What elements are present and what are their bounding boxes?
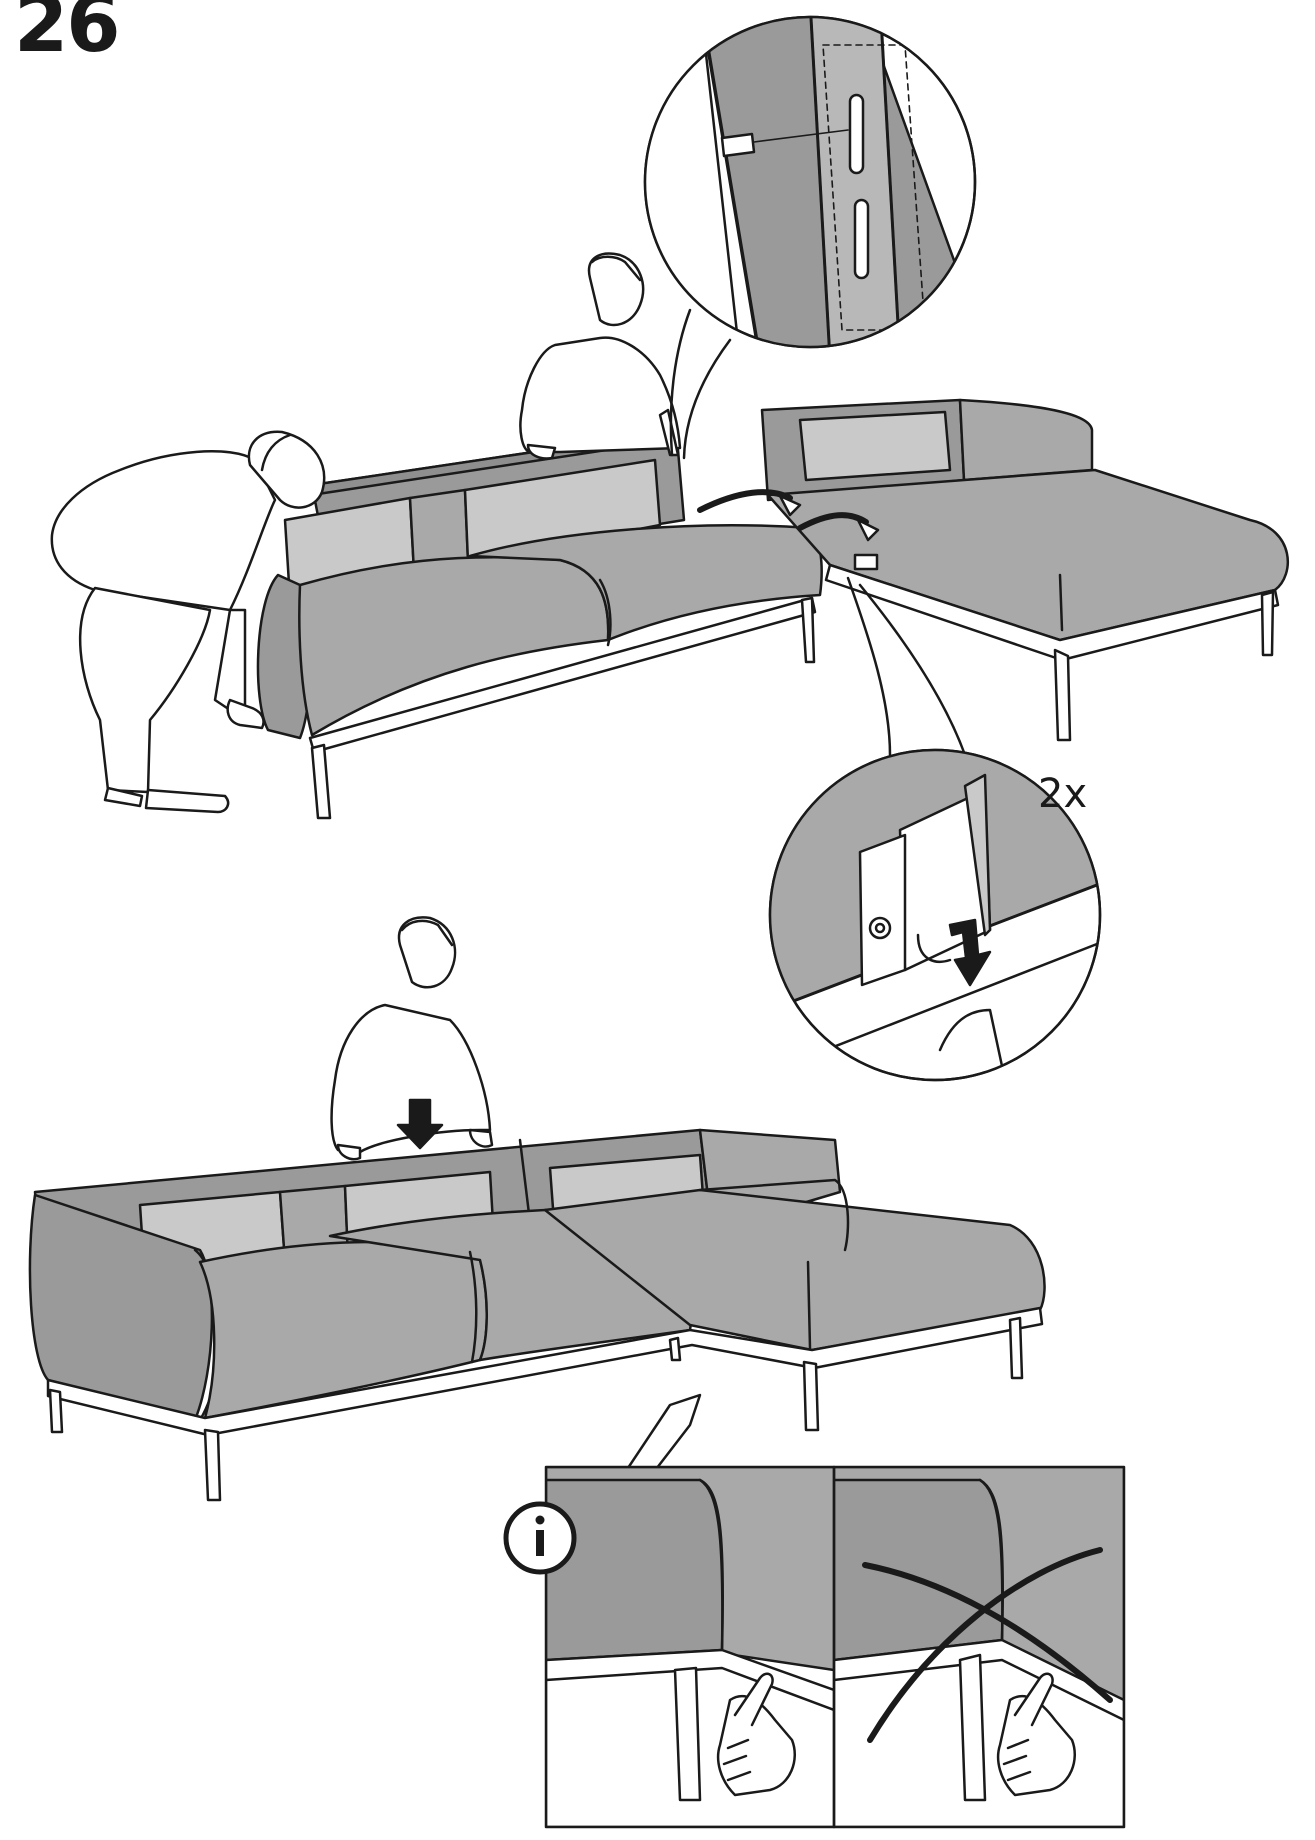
person-bottom xyxy=(330,916,494,1161)
detail-circle-top xyxy=(643,15,977,460)
cross-mark-icon xyxy=(862,1547,1113,1743)
info-panel-correct xyxy=(546,1467,834,1827)
person-back xyxy=(519,252,682,460)
arrow-down-icon xyxy=(396,1098,444,1150)
info-icon xyxy=(503,1501,577,1575)
arrow-down-icon xyxy=(948,918,992,987)
sofa-top xyxy=(256,430,823,820)
person-left xyxy=(50,430,326,814)
info-panel-incorrect xyxy=(834,1467,1124,1827)
pointing-hand-icon xyxy=(996,1672,1077,1797)
pointing-hand-icon xyxy=(716,1672,797,1797)
quantity-label: 2x xyxy=(1038,771,1088,817)
detail-circle-fastener xyxy=(768,576,1102,1082)
info-panel xyxy=(544,1465,1126,1829)
chaise-top xyxy=(697,398,1289,742)
sofa-assembled xyxy=(28,1128,1046,1502)
step-number: 26 xyxy=(14,0,121,70)
